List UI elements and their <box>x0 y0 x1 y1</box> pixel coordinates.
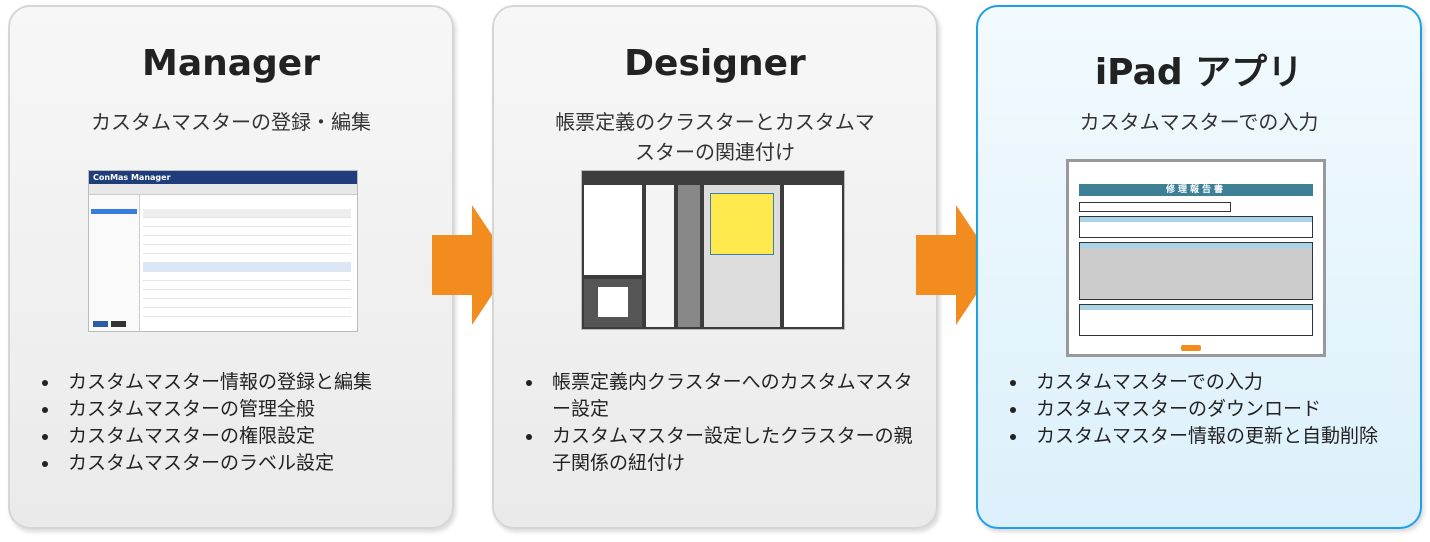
panel-title: Manager <box>142 43 320 84</box>
bullet: カスタムマスターのダウンロード <box>1028 396 1408 423</box>
manager-feature-list: カスタムマスター情報の登録と編集 カスタムマスターの管理全般 カスタムマスターの… <box>32 369 440 477</box>
bullet: カスタムマスター情報の更新と自動削除 <box>1028 423 1408 450</box>
form-title: 修理報告書 <box>1079 184 1313 196</box>
bullet: カスタムマスター設定したクラスターの親子関係の紐付け <box>544 423 924 477</box>
bullet: カスタムマスターのラベル設定 <box>60 450 440 477</box>
bullet: カスタムマスターでの入力 <box>1028 369 1408 396</box>
manager-panel: Manager カスタムマスターの登録・編集 ConMas Manager カス… <box>8 5 454 529</box>
designer-panel: Designer 帳票定義のクラスターとカスタムマスターの関連付け 帳票定義内ク… <box>492 5 938 529</box>
panel-title: Designer <box>624 43 806 84</box>
screenshot-title: ConMas Manager <box>89 171 357 184</box>
bullet: カスタムマスターの権限設定 <box>60 423 440 450</box>
ipad-feature-list: カスタムマスターでの入力 カスタムマスターのダウンロード カスタムマスター情報の… <box>1000 369 1408 450</box>
bullet: カスタムマスターの管理全般 <box>60 396 440 423</box>
bullet: 帳票定義内クラスターへのカスタムマスター設定 <box>544 369 924 423</box>
designer-screenshot <box>581 170 845 330</box>
ipad-panel: iPad アプリ カスタムマスターでの入力 修理報告書 カスタムマスターでの入力… <box>976 5 1422 529</box>
manager-screenshot: ConMas Manager <box>88 170 358 332</box>
panel-subtitle: カスタムマスターでの入力 <box>1079 110 1319 134</box>
bullet: カスタムマスター情報の登録と編集 <box>60 369 440 396</box>
panel-subtitle: カスタムマスターの登録・編集 <box>91 110 371 134</box>
panel-title: iPad アプリ <box>1094 52 1304 93</box>
ipad-screenshot: 修理報告書 <box>1066 159 1326 357</box>
designer-feature-list: 帳票定義内クラスターへのカスタムマスター設定 カスタムマスター設定したクラスター… <box>516 369 924 477</box>
panel-subtitle: 帳票定義のクラスターとカスタムマスターの関連付け <box>555 110 875 164</box>
